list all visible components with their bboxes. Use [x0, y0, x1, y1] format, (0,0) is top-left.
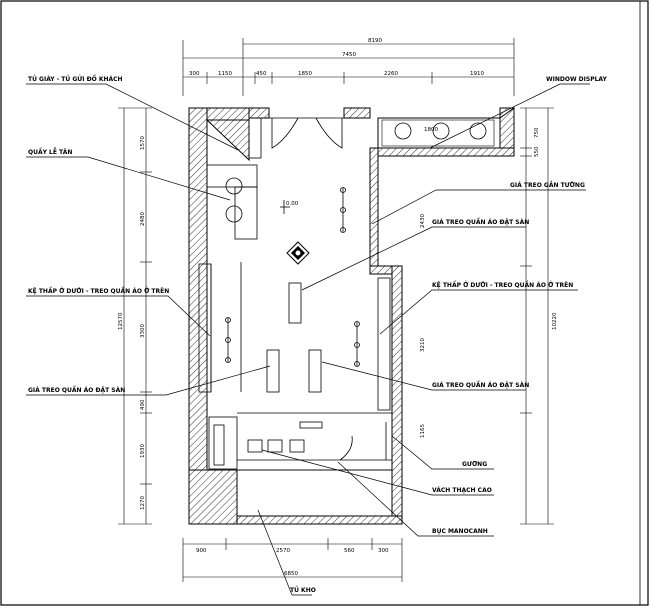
dim-left-4: 490 — [140, 399, 146, 410]
label-gia-treo-center: GIÁ TREO QUẦN ÁO ĐẶT SÀN — [432, 217, 529, 226]
dim-bottom-2: 2570 — [276, 548, 290, 554]
label-vach-thach-cao: VÁCH THẠCH CAO — [432, 487, 492, 494]
dim-left-2: 2480 — [140, 212, 146, 226]
mannequin-3 — [469, 122, 487, 140]
label-tu-kho: TỦ KHO — [290, 586, 316, 594]
dim-right-4: 3210 — [420, 338, 426, 352]
annotations: TỦ GIÀY - TỦ GỬI ĐỒ KHÁCH QUẦY LỄ TÂN KỆ… — [28, 74, 607, 594]
window-display: 1800 — [377, 117, 501, 149]
wall-storage-left — [188, 469, 238, 525]
label-gia-treo-right: GIÁ TREO QUẦN ÁO ĐẶT SÀN — [432, 380, 529, 389]
wall-left — [188, 107, 208, 525]
dim-bottom-3: 560 — [344, 548, 355, 554]
dim-top-4: 1850 — [298, 71, 312, 77]
racks — [198, 187, 391, 411]
dim-left-3: 3300 — [140, 324, 146, 338]
dim-top-6: 1910 — [470, 71, 484, 77]
dimension-texts: 8190 7450 300 1150 450 1850 2260 1910 90… — [118, 38, 558, 577]
dimension-lines — [118, 38, 554, 582]
wall-top-mid — [343, 107, 371, 119]
dim-right-1: 750 — [534, 127, 540, 138]
mannequin-1 — [394, 122, 412, 140]
label-window-display: WINDOW DISPLAY — [546, 76, 607, 83]
label-ke-thap-right: KỆ THẤP Ở DƯỚI - TREO QUẦN ÁO Ở TRÊN — [432, 280, 573, 289]
label-tu-giay: TỦ GIÀY - TỦ GỬI ĐỒ KHÁCH — [28, 74, 123, 83]
dim-left-total: 12570 — [118, 312, 124, 330]
dim-right-total: 10220 — [552, 312, 558, 330]
label-gia-treo-left: GIÁ TREO QUẦN ÁO ĐẶT SÀN — [28, 385, 125, 394]
stand-right — [308, 349, 322, 393]
entrance-door — [269, 117, 344, 149]
wall-left-top-corner — [206, 107, 250, 121]
wall-right-step — [369, 147, 379, 274]
level-marker: 0.00 — [280, 200, 299, 214]
wall-window-bottom — [370, 147, 515, 157]
dim-bottom-total: 6850 — [284, 571, 298, 577]
label-gia-treo-gan-tuong: GIÁ TREO GẮN TƯỜNG — [510, 181, 585, 189]
dim-left-1: 1570 — [140, 136, 146, 150]
center-diamond-icon — [286, 241, 310, 265]
dim-left-5: 1930 — [140, 444, 146, 458]
reception-counter — [206, 164, 258, 240]
dim-right-2: 550 — [534, 146, 540, 157]
wall-corner-diagonal — [205, 119, 250, 162]
dim-right-3: 2430 — [420, 214, 426, 228]
dim-left-6: 1270 — [140, 496, 146, 510]
mannequin-2 — [432, 122, 450, 140]
stand-left — [266, 349, 280, 393]
label-ke-thap-left: KỆ THẤP Ở DƯỚI - TREO QUẦN ÁO Ở TRÊN — [28, 286, 169, 295]
dim-inner-width: 7450 — [342, 52, 356, 58]
wall-right-lower — [391, 265, 403, 525]
dim-top-3: 450 — [256, 71, 267, 77]
wall-top-stub — [248, 107, 270, 119]
leader-lines — [26, 83, 590, 596]
window-dim: 1800 — [424, 127, 438, 133]
dim-overall-width: 8190 — [368, 38, 382, 44]
dim-top-1: 300 — [189, 71, 200, 77]
label-buc-manocanh: BỤC MANOCANH — [432, 528, 488, 535]
dim-bottom-4: 300 — [378, 548, 389, 554]
dim-top-2: 1150 — [218, 71, 232, 77]
shoe-cabinet — [248, 117, 262, 159]
label-guong: GƯƠNG — [462, 461, 487, 468]
mannequin-platform — [236, 469, 393, 517]
walls — [188, 107, 515, 525]
label-quay-le-tan: QUẦY LỄ TÂN — [28, 147, 72, 156]
center-stand — [288, 282, 302, 324]
fitting-area — [208, 412, 393, 517]
level-mark-text: 0.00 — [286, 201, 299, 207]
dim-top-5: 2260 — [384, 71, 398, 77]
dim-bottom-1: 900 — [196, 548, 207, 554]
dim-right-5: 1165 — [420, 424, 426, 438]
